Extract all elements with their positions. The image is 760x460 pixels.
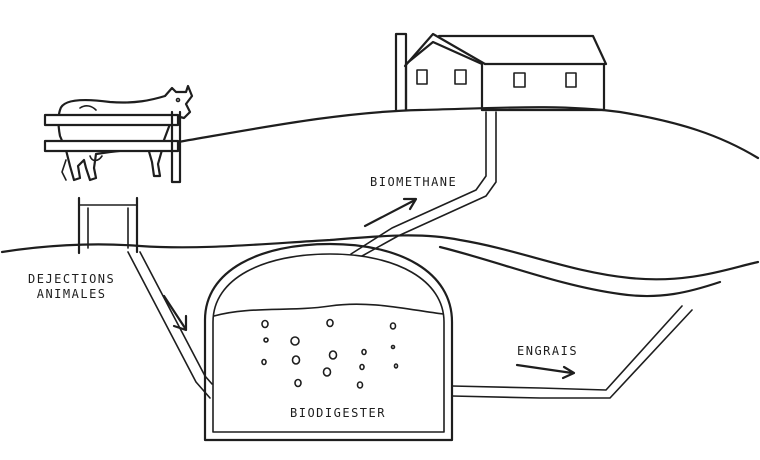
- biomethane-pipe: [350, 111, 497, 257]
- digester-tank: [203, 242, 454, 442]
- engrais-pipe: [451, 305, 693, 399]
- label-biomethane: BIOMETHANE: [370, 175, 458, 189]
- slurry-bubbles: [261, 318, 399, 389]
- lower-slope: [438, 245, 722, 298]
- label-biodigester: BIODIGESTER: [290, 406, 386, 420]
- ground-line: [0, 234, 760, 281]
- feed-pipe: [127, 251, 213, 399]
- farmhouse-icon: [394, 32, 608, 112]
- label-dejections-line2: ANIMALES: [36, 287, 107, 301]
- flow-arrow-icon: [162, 197, 576, 380]
- label-dejections-animales: DEJECTIONS ANIMALES: [28, 272, 115, 302]
- label-dejections-line1: DEJECTIONS: [28, 272, 116, 286]
- fence-icon: [43, 110, 182, 184]
- manure-pit: [77, 196, 139, 255]
- label-engrais: ENGRAIS: [517, 344, 579, 358]
- hill-outline: [176, 106, 760, 160]
